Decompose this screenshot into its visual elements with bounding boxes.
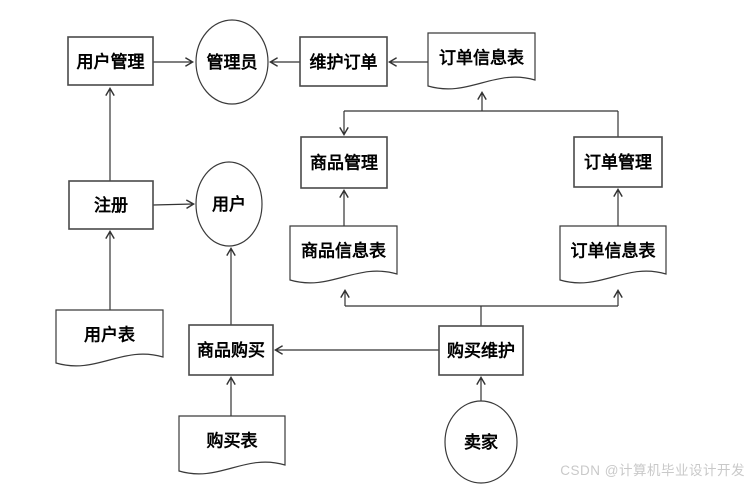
datastore-order-info-table-right-label: 订单信息表 [571,241,657,261]
process-user-management-label: 用户管理 [77,52,145,72]
process-maintain-order: 维护订单 [299,36,388,87]
entity-seller: 卖家 [444,400,518,484]
datastore-purchase-table-label: 购买表 [207,431,259,451]
entity-user-ellipse [195,161,263,247]
process-order-management-box [573,136,663,188]
datastore-user-table-shape [55,309,164,367]
process-purchase-maintain-label: 购买维护 [447,341,515,361]
process-order-management-label: 订单管理 [584,152,652,172]
datastore-order-info-table-top-label: 订单信息表 [439,48,525,68]
datastore-product-info-table: 商品信息表 [289,225,398,284]
datastore-user-table-label: 用户表 [84,325,136,345]
arrow-register-to-user [152,199,196,209]
process-product-management-label: 商品管理 [310,153,378,173]
process-product-purchase-label: 商品购买 [197,340,265,360]
datastore-user-table: 用户表 [55,309,164,367]
process-product-management: 商品管理 [300,136,388,189]
process-product-purchase-box [188,324,274,376]
entity-seller-label: 卖家 [464,432,498,452]
datastore-order-info-table-top-shape [427,32,536,90]
entity-admin: 管理员 [195,19,269,105]
process-register: 注册 [68,180,154,230]
datastore-order-info-table-right-shape [559,225,667,284]
process-user-management: 用户管理 [67,36,154,86]
entity-user-label: 用户 [212,194,246,214]
datastore-product-info-table-label: 商品信息表 [301,241,387,261]
process-maintain-order-box [299,36,388,87]
datastore-purchase-table-shape [178,415,286,475]
process-product-purchase: 商品购买 [188,324,274,376]
watermark-text: CSDN @计算机毕业设计开发 [560,463,745,478]
process-maintain-order-label: 维护订单 [310,52,378,72]
process-user-management-box [67,36,154,86]
datastore-order-info-table-right: 订单信息表 [559,225,667,284]
entity-admin-label: 管理员 [207,52,258,72]
process-product-management-box [300,136,388,189]
process-purchase-maintain-box [438,325,524,376]
datastore-purchase-table: 购买表 [178,415,286,475]
process-order-management: 订单管理 [573,136,663,188]
process-register-box [68,180,154,230]
process-register-label: 注册 [94,195,128,215]
datastore-product-info-table-shape [289,225,398,284]
entity-user: 用户 [195,161,263,247]
process-purchase-maintain: 购买维护 [438,325,524,376]
datastore-order-info-table-top: 订单信息表 [427,32,536,90]
entity-admin-ellipse [195,19,269,105]
connectors [105,57,623,416]
entity-seller-ellipse [444,400,518,484]
